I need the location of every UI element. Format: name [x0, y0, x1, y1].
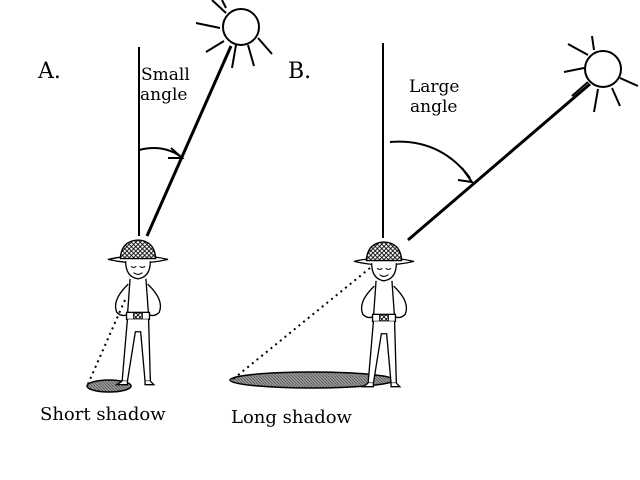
angle-arrowhead-b: [457, 167, 475, 184]
panel-b: B. Large angle Long shadow: [229, 35, 639, 428]
panel-a-letter: A.: [37, 59, 61, 84]
angle-label-b-line1: Large: [409, 77, 460, 97]
angle-label-a-line1: Small: [141, 65, 190, 85]
angle-label-b-line2: angle: [410, 97, 457, 117]
sun-ray-a: [145, 45, 233, 237]
angle-arc-b: [389, 140, 471, 179]
caption-b: Long shadow: [231, 407, 353, 428]
angle-arc-a: [138, 147, 181, 157]
shadow-projection-line-a: [87, 299, 126, 385]
person-b: [353, 241, 415, 388]
angle-arrowhead-a: [168, 147, 185, 159]
sun-a-icon: [195, 0, 273, 69]
panel-a: A. Small angle Short shadow: [37, 0, 273, 425]
sun-b-icon: [563, 35, 639, 113]
shadow-projection-line-b: [231, 267, 371, 381]
sun-ray-b: [407, 82, 591, 242]
angle-label-a-line2: angle: [140, 85, 187, 105]
panel-b-letter: B.: [288, 59, 311, 84]
caption-a: Short shadow: [40, 404, 166, 425]
person-a: [107, 239, 169, 386]
